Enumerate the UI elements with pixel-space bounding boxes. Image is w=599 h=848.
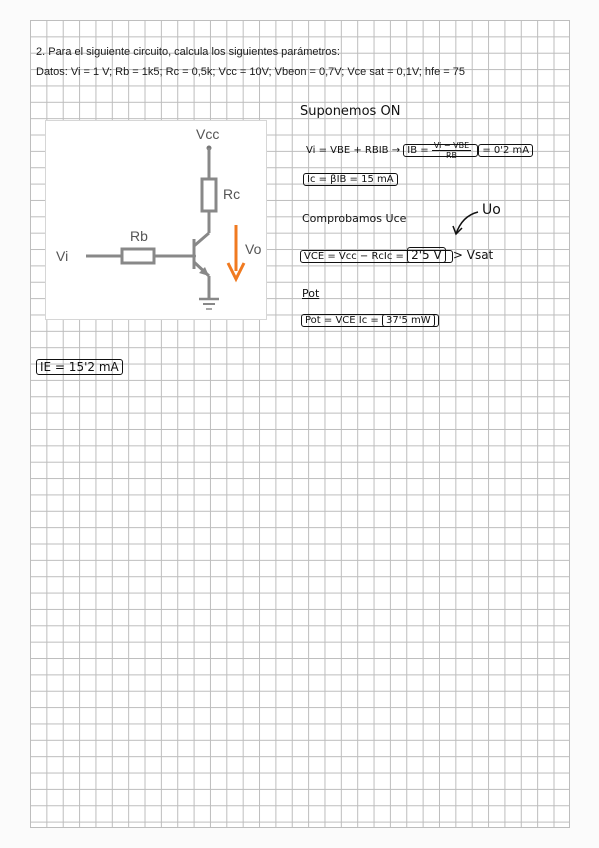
- ib-fraction: Vi − VBE RB: [431, 140, 472, 160]
- rb-label: Rb: [130, 228, 148, 244]
- transistor-collector: [193, 231, 210, 248]
- vcc-label: Vcc: [196, 126, 219, 142]
- ib-box: IB = Vi − VBE RB: [403, 140, 479, 160]
- emitter-current: IE = 15'2 mA: [36, 359, 123, 375]
- implies-arrow: →: [391, 145, 404, 156]
- vi-label: Vi: [56, 248, 68, 264]
- rc-label: Rc: [223, 186, 240, 202]
- vce-compare: > Vsat: [452, 248, 494, 262]
- uo-pointer-arrow-icon: [452, 211, 479, 236]
- power-result: 37'5 mW: [381, 314, 435, 327]
- eq-vce: VCE = Vcc − RcIc = 2'5 V > Vsat: [300, 247, 494, 263]
- circuit-diagram: Vcc Rc Rb Vi: [45, 120, 267, 320]
- ib-result: = 0'2 mA: [478, 144, 534, 157]
- uo-pointer-path: [455, 211, 479, 235]
- ic-box: Ic = βIB = 15 mA: [303, 173, 398, 186]
- eq1-num: Vi − VBE: [431, 140, 472, 151]
- emitter-arrow: [199, 267, 209, 276]
- rb-resistor: [120, 247, 156, 265]
- eq-collector-current: Ic = βIB = 15 mA: [303, 173, 398, 186]
- vce-box: VCE = Vcc − RcIc = 2'5 V: [300, 247, 453, 263]
- eq1-ib: IB =: [407, 145, 429, 156]
- vce-result: 2'5 V: [407, 247, 446, 263]
- uo-label: Uo: [482, 202, 501, 218]
- base-node: [192, 254, 196, 258]
- vo-arrow-icon: [226, 262, 246, 283]
- suponemos-heading: Suponemos ON: [300, 104, 401, 119]
- eq4: Pot = VCE Ic =: [305, 315, 379, 326]
- eq-base-current: Vi = VBE + RBIB → IB = Vi − VBE RB = 0'2…: [306, 140, 534, 162]
- rc-resistor: [200, 177, 218, 213]
- uo-pointer-head: [452, 225, 463, 236]
- problem-statement: 2. Para el siguiente circuito, calcula l…: [36, 46, 340, 58]
- power-box: Pot = VCE Ic = 37'5 mW: [301, 314, 439, 327]
- eq3: VCE = Vcc − RcIc =: [304, 251, 404, 262]
- eq1-den: RB: [445, 150, 458, 160]
- eq1-left: Vi = VBE + RBIB: [306, 145, 389, 156]
- pot-heading: Pot: [302, 287, 320, 300]
- eq-power: Pot = VCE Ic = 37'5 mW: [301, 314, 439, 327]
- comprobamos-heading: Comprobamos Uce: [302, 212, 407, 225]
- circuit-svg: Vcc Rc Rb Vi: [56, 126, 262, 310]
- ie-box: IE = 15'2 mA: [36, 359, 123, 375]
- problem-data: Datos: Vi = 1 V; Rb = 1k5; Rc = 0,5k; Vc…: [36, 66, 465, 78]
- vo-label: Vo: [245, 241, 262, 257]
